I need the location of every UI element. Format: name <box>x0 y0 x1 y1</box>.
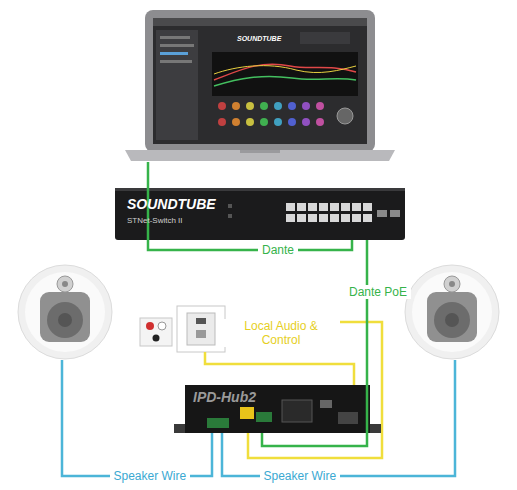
edge-label: Dante PoE <box>345 285 411 299</box>
laptop-node: SOUNDTUBE <box>145 12 375 162</box>
device-name: STNet-Switch II <box>127 216 183 226</box>
speaker-illustration <box>405 265 499 359</box>
amplifier-illustration <box>174 385 381 433</box>
wire-label: Speaker Wire <box>260 469 341 483</box>
wall-plate <box>140 306 225 352</box>
wire-label: Speaker Wire <box>110 469 191 483</box>
brand-logo: SOUNDTUBE <box>127 196 216 212</box>
amplifier-hub: IPD-Hub2 <box>185 385 370 433</box>
speaker-wire <box>62 360 455 476</box>
screen-logo: SOUNDTUBE <box>237 34 281 43</box>
signal-label: Local Audio & Control <box>222 319 340 347</box>
speaker-illustration <box>18 265 112 359</box>
laptop-illustration <box>125 10 395 161</box>
edge-label: Dante <box>258 243 298 257</box>
network-switch: SOUNDTUBE STNet-Switch II <box>115 188 405 240</box>
device-name: IPD-Hub2 <box>193 389 256 405</box>
switch-illustration <box>115 188 405 240</box>
